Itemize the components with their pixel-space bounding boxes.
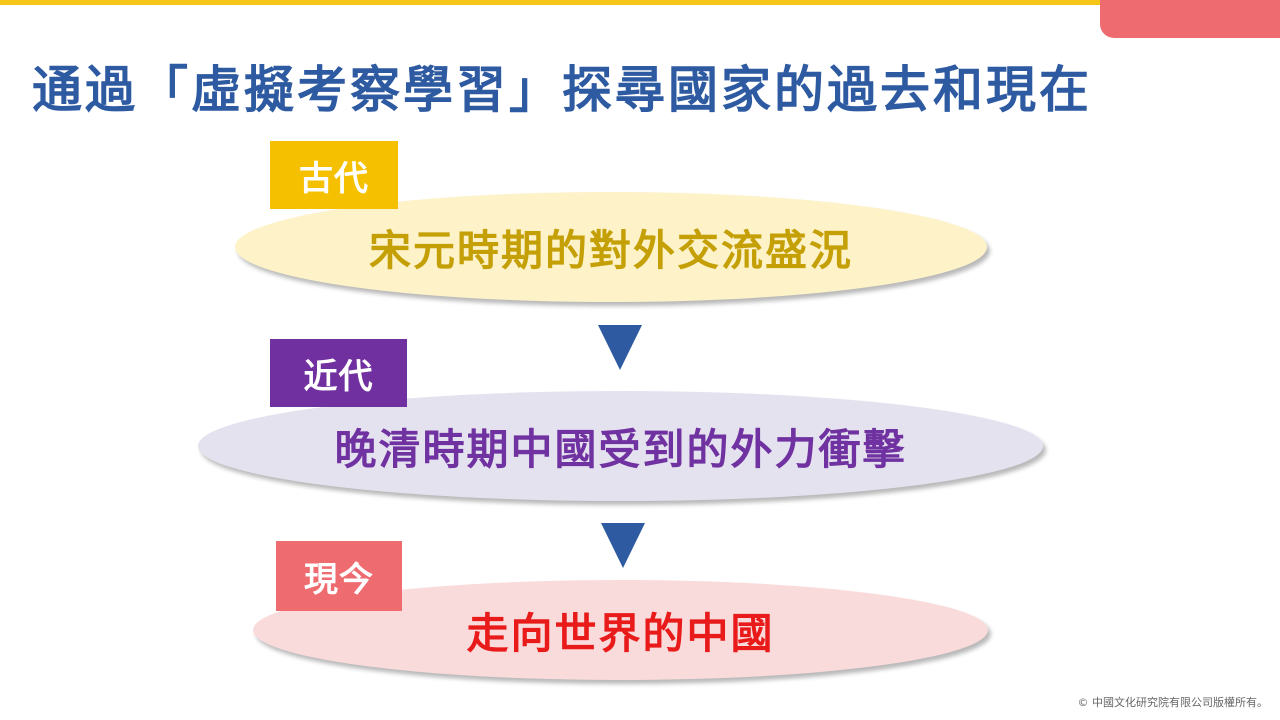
page-title: 通過「虛擬考察學習」探尋國家的過去和現在: [32, 61, 1092, 119]
corner-decoration: [1100, 0, 1280, 38]
stage-modern-text: 晚清時期中國受到的外力衝擊: [334, 424, 907, 474]
stage-modern-banner: 晚清時期中國受到的外力衝擊: [198, 391, 1043, 501]
stage-modern-tag: 近代: [270, 339, 407, 407]
stage-present-tag: 現今: [276, 541, 402, 611]
stage-ancient-text: 宋元時期的對外交流盛況: [368, 225, 853, 275]
stage-ancient-banner: 宋元時期的對外交流盛況: [235, 192, 987, 302]
stage-present-text: 走向世界的中國: [466, 608, 775, 658]
down-arrow-icon: [598, 325, 642, 370]
copyright-notice: © 中國文化研究院有限公司版權所有。: [1077, 696, 1269, 709]
down-arrow-icon: [601, 523, 645, 568]
top-accent-bar: [0, 0, 1280, 5]
stage-ancient-tag: 古代: [270, 141, 398, 209]
